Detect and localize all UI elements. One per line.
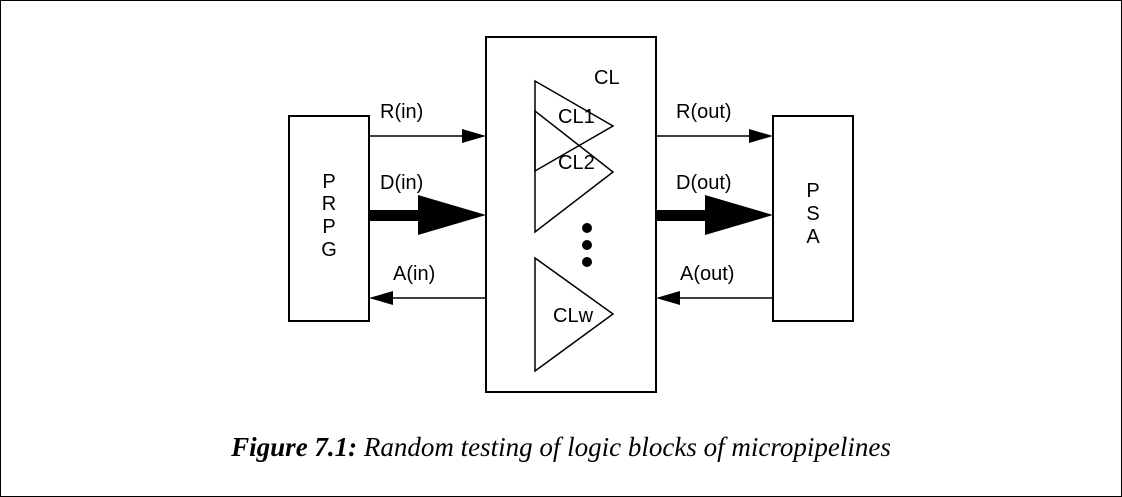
prpg-letter: G [321, 239, 337, 261]
ellipsis-dot [582, 257, 592, 267]
d-in-arrow [369, 195, 486, 235]
cl1-triangle [534, 109, 615, 234]
psa-block: P S A [772, 115, 854, 322]
cl1-label: CL1 [558, 106, 595, 128]
figure-number: Figure 7.1: [231, 432, 358, 462]
r-out-label: R(out) [676, 101, 732, 123]
prpg-letter: R [322, 193, 336, 215]
d-in-label: D(in) [380, 172, 423, 194]
prpg-letter: P [322, 216, 335, 238]
a-out-label: A(out) [680, 263, 734, 285]
r-in-arrow [369, 129, 486, 143]
d-out-arrow [656, 195, 773, 235]
r-out-arrow [656, 129, 773, 143]
ellipsis-dot [582, 223, 592, 233]
prpg-block: P R P G [288, 115, 370, 322]
a-out-arrow [656, 291, 773, 305]
psa-letter: A [806, 226, 820, 248]
psa-letter: P [806, 180, 819, 202]
prpg-letter: P [322, 171, 335, 193]
ellipsis-dot [582, 240, 592, 250]
cl-label: CL [594, 67, 620, 89]
cl-block: CL CL1 CL2 CLw [485, 36, 657, 393]
a-in-label: A(in) [393, 263, 435, 285]
clw-label: CLw [553, 305, 594, 327]
clw-triangle [534, 256, 615, 373]
r-in-label: R(in) [380, 101, 423, 123]
figure-caption-text: Random testing of logic blocks of microp… [357, 432, 891, 462]
a-in-arrow [369, 291, 486, 305]
cl2-label: CL2 [558, 152, 595, 174]
d-out-label: D(out) [676, 172, 732, 194]
figure-caption: Figure 7.1: Random testing of logic bloc… [0, 432, 1122, 463]
psa-letter: S [806, 203, 819, 225]
